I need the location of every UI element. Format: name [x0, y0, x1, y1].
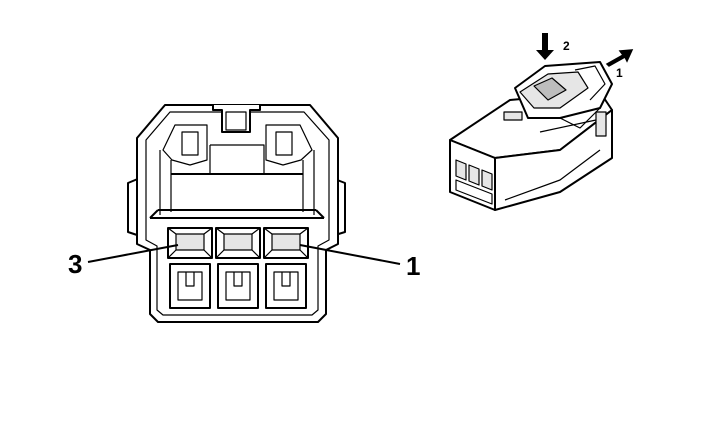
iso-side-ridge: [504, 149, 601, 201]
push-arrow-icon: [536, 33, 554, 60]
center-band-ledge: [149, 209, 325, 219]
contact-opening-middle: [217, 263, 259, 309]
contact-opening-right: [265, 263, 307, 309]
pull-arrow-icon: [605, 49, 634, 67]
push-arrow-label: 2: [563, 39, 570, 53]
pin-label-1: 1: [406, 251, 420, 281]
terminal-cavity-row: [167, 227, 309, 259]
iso-front-cavities: [455, 159, 493, 205]
contact-opening-row: [169, 263, 307, 309]
iso-housing-side: [494, 109, 613, 211]
upper-left-cavity: [162, 124, 208, 166]
iso-side-clip: [595, 111, 607, 137]
connector-isometric-view: 2 1: [449, 33, 634, 211]
upper-right-cavity: [265, 124, 313, 166]
iso-lock-tab: [533, 77, 567, 101]
top-latch-window: [225, 111, 247, 131]
leader-line-pin-1: [299, 244, 401, 265]
center-recess: [209, 144, 265, 174]
center-band: [158, 173, 316, 211]
pin-label-3: 3: [68, 249, 82, 279]
top-latch: [212, 105, 261, 133]
upper-right-slot: [275, 131, 293, 156]
upper-left-slot: [181, 131, 199, 156]
contact-opening-left: [169, 263, 211, 309]
pull-arrow-label: 1: [616, 66, 623, 80]
iso-top-notch: [503, 111, 523, 121]
connector-inner-outline: [145, 111, 330, 316]
leader-line-pin-3: [87, 244, 179, 263]
connector-front-view: 3 1: [68, 104, 420, 323]
connector-outer-housing: [136, 104, 339, 323]
